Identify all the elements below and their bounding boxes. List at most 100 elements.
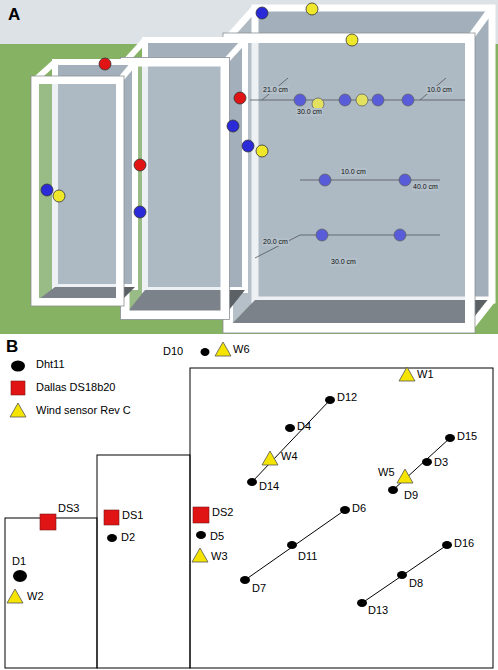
dht11-marker (388, 486, 398, 494)
sensor-line (252, 400, 330, 482)
sensor-label: DS1 (122, 509, 143, 522)
chamber-front (223, 33, 475, 333)
dht11-marker (11, 348, 455, 607)
sensor-label: D10 (163, 345, 183, 358)
sensor-label: W2 (27, 590, 44, 603)
dht11-marker (445, 434, 455, 442)
sensor-label: W1 (417, 368, 434, 381)
wind-sensor-marker (397, 469, 413, 483)
ds18b20-marker (11, 381, 25, 395)
ds18b20-marker (193, 507, 209, 523)
legend-text: Wind sensor Rev C (36, 404, 131, 417)
wind-sensor-marker (10, 403, 26, 417)
dimension-label: 30.0 cm (296, 108, 323, 116)
chamber-front (223, 33, 475, 333)
ds18b20-marker (40, 514, 56, 530)
sensor-label: D9 (404, 489, 418, 502)
dht11-marker (442, 541, 452, 549)
wind-sensor-marker (399, 367, 415, 381)
sensor-label: D16 (454, 537, 474, 550)
small-chamber (31, 76, 124, 306)
sensor-label: D2 (121, 531, 135, 544)
sensor-line (245, 510, 345, 580)
sensor-label: D12 (337, 391, 357, 404)
sensor-label: D11 (298, 550, 317, 563)
dht11-marker (247, 478, 257, 486)
dht11-marker (357, 599, 367, 607)
large-chamber (228, 8, 492, 328)
sensor-label: D13 (368, 604, 388, 617)
chamber-outline (190, 368, 493, 668)
sensor-label: DS3 (58, 502, 79, 515)
sensor-label: D1 (12, 555, 26, 568)
sensor-dot (306, 3, 318, 15)
dht11-marker (11, 361, 25, 372)
dimension-label: 20.0 cm (262, 238, 289, 246)
dht11-marker (397, 571, 407, 579)
sensor-line (362, 545, 447, 603)
sensor-dot (41, 184, 53, 196)
sensor-dot (99, 58, 111, 70)
sensor-dot (227, 120, 239, 132)
dimension-label: 30.0 cm (330, 258, 357, 266)
dht11-marker (196, 531, 206, 539)
sensor-label: W3 (211, 550, 228, 563)
sensor-dot (53, 190, 65, 202)
scene-background (0, 0, 498, 334)
dimension-label: 21.0 cm (262, 86, 289, 94)
sensor-label: W5 (378, 466, 395, 479)
legend-text: Dallas DS18b20 (36, 381, 116, 394)
ds18b20-marker (104, 510, 119, 525)
dht11-marker (285, 424, 295, 432)
plan-background (0, 334, 498, 670)
dht11-marker (340, 506, 350, 514)
sensor-label: W4 (281, 450, 298, 463)
scene-background (0, 0, 498, 334)
sensor-dot (134, 206, 146, 218)
sensor-line (393, 438, 450, 490)
dht11-marker (422, 458, 432, 466)
sensor-label: DS2 (212, 506, 233, 519)
sensor-label: D14 (259, 480, 279, 493)
sensor-label: D8 (409, 577, 423, 590)
chamber-front (228, 38, 470, 328)
wind-sensor-marker (192, 548, 208, 562)
sensor-dot (346, 34, 358, 46)
sensor-label: D3 (434, 456, 448, 469)
dht11-marker (13, 570, 27, 582)
dimension-label: 10.0 cm (426, 86, 453, 94)
dht11-marker (325, 396, 335, 404)
sensor-line (245, 400, 450, 603)
small-chamber (31, 62, 135, 306)
chamber-outline (97, 455, 190, 668)
wind-sensor-marker (7, 342, 415, 603)
dimension-label: 10.0 cm (340, 168, 367, 176)
panel-letter: B (6, 337, 18, 357)
small-chamber (35, 80, 120, 302)
legend-text: Dht11 (36, 358, 65, 371)
wind-sensor-marker (262, 451, 278, 465)
middle-chamber (121, 40, 246, 320)
plan-background (0, 334, 498, 670)
dht11-marker (240, 576, 250, 584)
dimension-label: 40.0 cm (412, 183, 439, 191)
middle-chamber (125, 62, 225, 315)
chamber-outline (5, 518, 97, 668)
wind-sensor-marker (215, 342, 231, 356)
dht11-marker (201, 348, 210, 356)
sensor-dot (256, 7, 268, 19)
sensor-dot (256, 145, 268, 157)
sensor-label: D6 (352, 502, 366, 515)
sensor-dot (234, 92, 246, 104)
wind-sensor-marker (7, 589, 23, 603)
panel-letter: A (8, 5, 20, 25)
sensor-label: D15 (457, 430, 477, 443)
chamber-outline (5, 368, 493, 668)
dht11-marker (107, 534, 117, 542)
sensor-label: D5 (210, 530, 224, 543)
sensor-label: D4 (297, 420, 311, 433)
sensor-dot (41, 3, 358, 218)
dht11-marker (287, 541, 297, 549)
